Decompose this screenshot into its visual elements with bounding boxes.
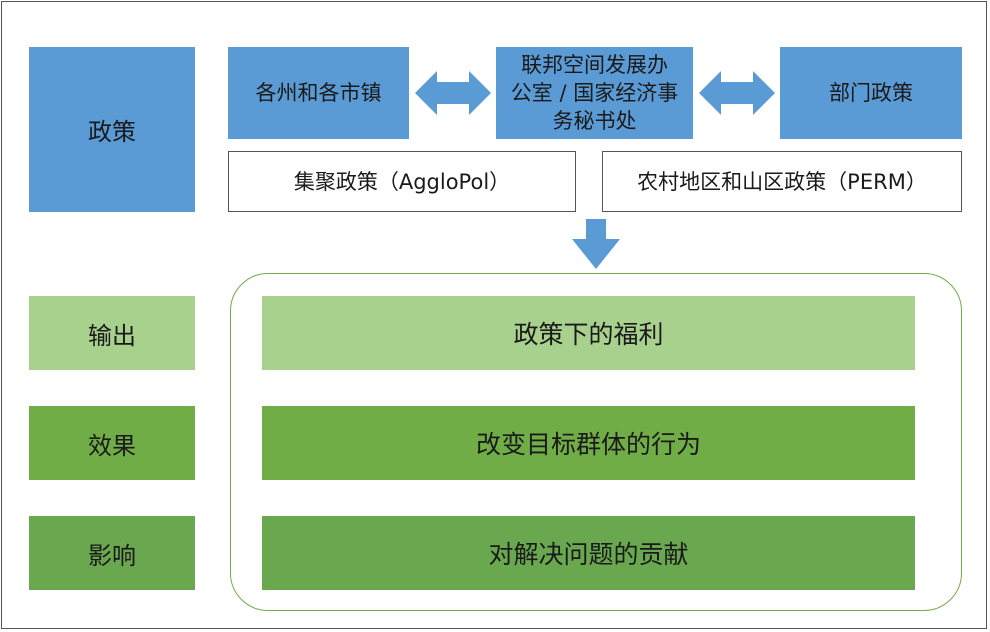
actor-cantons-communes: 各州和各市镇	[228, 47, 409, 139]
program-perm: 农村地区和山区政策（PERM）	[602, 151, 962, 212]
level-output: 输出	[29, 296, 195, 370]
level-effect: 效果	[29, 406, 195, 480]
double-arrow-icon	[699, 71, 775, 115]
result-impact: 对解决问题的贡献	[262, 516, 915, 590]
secretariat-line-1: 联邦空间发展办	[521, 53, 668, 77]
program-agglopol: 集聚政策（AggloPol）	[228, 151, 576, 212]
results-group-outline	[230, 273, 962, 611]
down-arrow-icon	[572, 219, 620, 269]
level-policy: 政策	[29, 47, 195, 212]
actor-sectoral-policy: 部门政策	[780, 47, 962, 139]
level-impact: 影响	[29, 516, 195, 590]
secretariat-line-2: 公室 / 国家经济事	[510, 81, 679, 105]
secretariat-line-3: 务秘书处	[552, 109, 637, 133]
actor-federal-secretariat: 联邦空间发展办 公室 / 国家经济事 务秘书处	[496, 47, 693, 139]
result-output: 政策下的福利	[262, 296, 915, 370]
result-effect: 改变目标群体的行为	[262, 406, 915, 480]
double-arrow-icon	[415, 71, 491, 115]
